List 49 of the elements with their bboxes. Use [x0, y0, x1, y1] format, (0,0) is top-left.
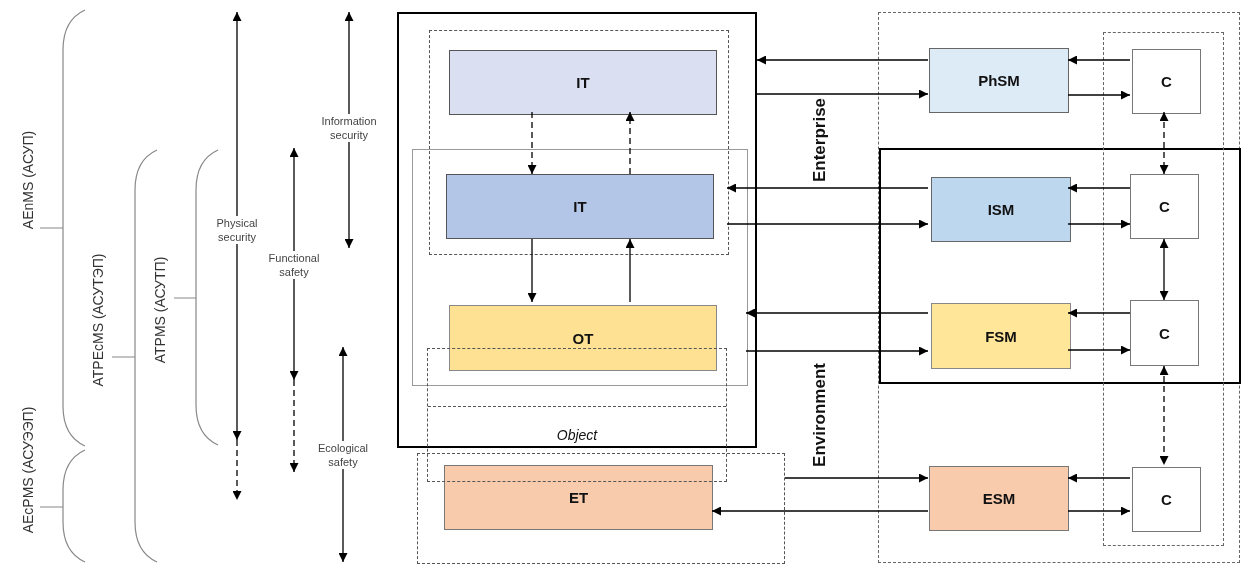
- arrow: [1067, 308, 1131, 318]
- process-box: PhSM: [929, 48, 1069, 113]
- process-box: ET: [444, 465, 713, 530]
- arrow: [726, 219, 929, 229]
- arrow: [625, 238, 635, 303]
- process-box: IT: [449, 50, 717, 115]
- arrow: [745, 308, 929, 318]
- frame: [879, 148, 1241, 384]
- frame: [412, 149, 748, 386]
- system-label: AEnMS (АСУП): [20, 130, 36, 230]
- arrow: [1067, 219, 1131, 229]
- process-box: C: [1132, 49, 1201, 114]
- dashed-frame: [1103, 32, 1224, 546]
- arrow: [1067, 90, 1131, 100]
- arrow: [1067, 506, 1131, 516]
- system-label: ATPMS (АСУТП): [152, 256, 168, 364]
- arrow: [711, 506, 929, 516]
- arrow: [1067, 473, 1131, 483]
- arrow: [1067, 55, 1131, 65]
- arrow: [745, 346, 929, 356]
- process-box: C: [1132, 467, 1201, 532]
- dashed-frame: [417, 453, 785, 564]
- arrow: [756, 89, 929, 99]
- arrow: [784, 473, 929, 483]
- process-box: OT: [449, 305, 717, 371]
- arrow: [1067, 345, 1131, 355]
- arrow: [1159, 365, 1169, 466]
- arrow: [625, 111, 635, 175]
- process-box: IT: [446, 174, 714, 239]
- process-box: ISM: [931, 177, 1071, 242]
- frame-title: Object: [429, 408, 725, 447]
- arrow: [1159, 111, 1169, 175]
- arrow: [527, 238, 537, 303]
- region-label: Enterprise: [810, 97, 830, 183]
- arrow: [527, 111, 537, 175]
- process-box: FSM: [931, 303, 1071, 369]
- dashed-frame: [429, 30, 729, 255]
- process-box: C: [1130, 300, 1199, 366]
- object-frame: [397, 12, 757, 448]
- arrow: [1067, 183, 1131, 193]
- system-label: AEcPMS (АСУЭЭП): [20, 406, 36, 534]
- arrow: [756, 55, 929, 65]
- process-box: ESM: [929, 466, 1069, 531]
- process-box: C: [1130, 174, 1199, 239]
- arrow: [1159, 238, 1169, 301]
- system-label: ATPEcMS (АСУТЭП): [90, 253, 106, 387]
- arrow: [726, 183, 929, 193]
- region-label: Environment: [810, 363, 830, 467]
- dashed-frame: [878, 12, 1240, 563]
